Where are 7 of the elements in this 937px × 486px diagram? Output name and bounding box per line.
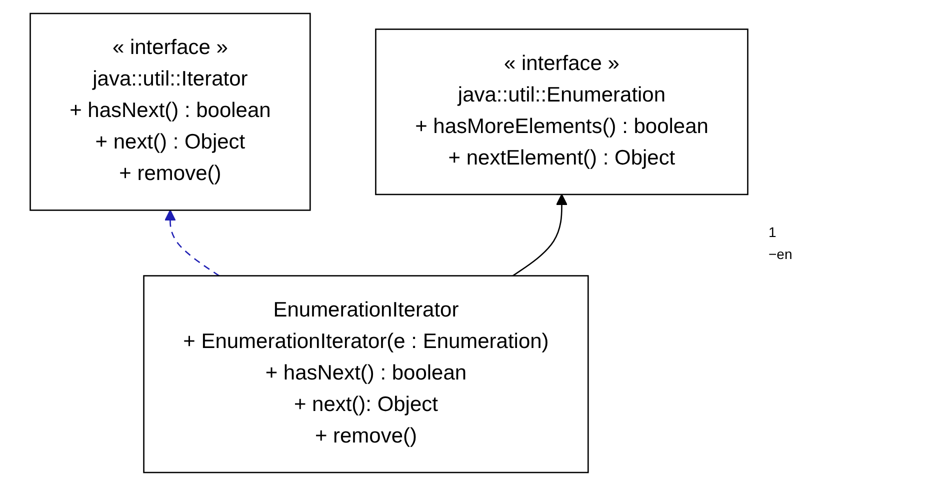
node-box: EnumerationIterator + EnumerationIterator(e : Enumeration) + hasNext() : boolean + next(): Object + remove(): [142, 275, 588, 474]
association-end-label: 1: [768, 224, 778, 240]
arrow: [512, 194, 567, 276]
node-box: « interface » java::util::Iterator + hasNext() : boolean + next() : Object + remove(): [29, 12, 310, 211]
arrow: [164, 210, 219, 276]
node-box: « interface » java::util::Enumeration + hasMoreElements() : boolean + nextElement() : Object: [374, 28, 748, 196]
association-end-label: −en: [768, 246, 794, 262]
